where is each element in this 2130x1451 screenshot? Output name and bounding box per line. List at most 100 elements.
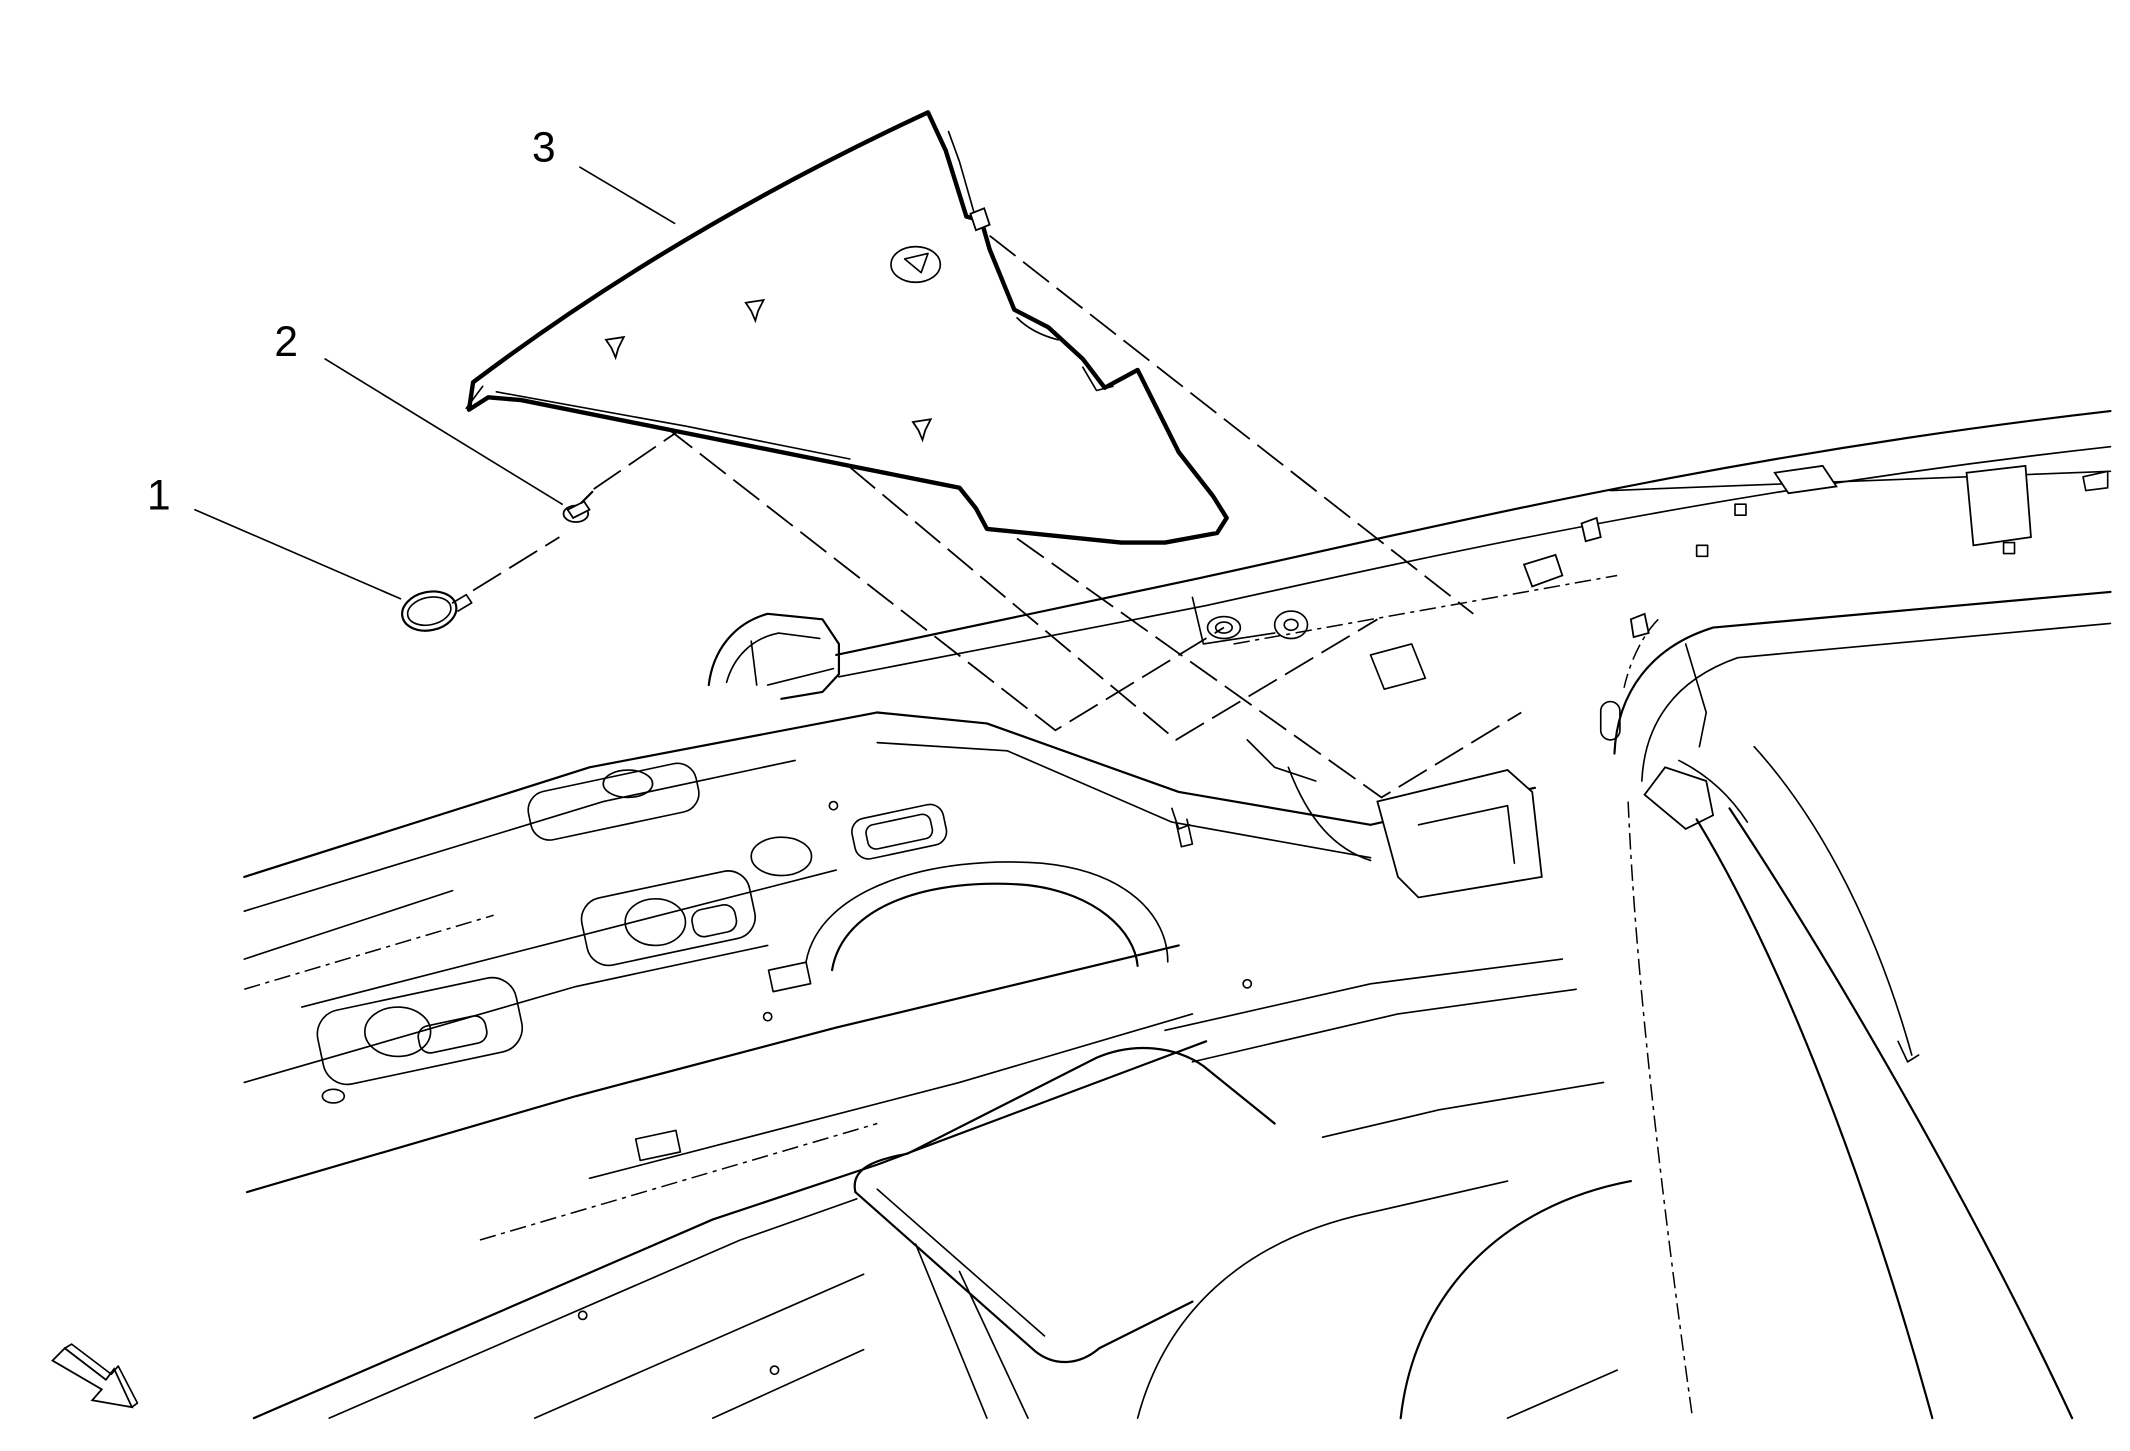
round-grommet-inner <box>1283 618 1299 632</box>
floor-recess-inner <box>865 813 934 850</box>
fuel-tank-seam <box>914 1243 988 1419</box>
floor-pan-line <box>243 944 769 1084</box>
fuel-tank-side-curve <box>1136 1180 1509 1419</box>
wheelhouse-flange <box>1684 643 1708 748</box>
alignment-line-shield-left <box>665 426 1225 732</box>
alignment-line-shield-right <box>989 234 1474 615</box>
floor-small-recess <box>634 1129 682 1162</box>
heat-shield-stud <box>744 298 766 324</box>
body-stud <box>1580 516 1602 543</box>
fuel-tank-seam <box>958 1270 1029 1419</box>
alignment-line-shield-lower <box>1016 537 1522 799</box>
heat-shield-hole-insert <box>903 252 929 274</box>
view-direction-arrow-depth <box>63 1343 139 1408</box>
floor-hole <box>828 800 839 811</box>
rear-panel-step <box>1191 596 1276 645</box>
callout-leader-3 <box>579 166 676 225</box>
cross-member-box-inner <box>1417 804 1516 865</box>
heat-shield-flange <box>1016 317 1059 341</box>
rear-panel-flange-line <box>1609 470 2112 492</box>
heat-shield-tip <box>465 385 484 410</box>
callouts: 1 2 3 <box>147 124 676 600</box>
rail-inner-edge <box>1695 818 1934 1420</box>
floor-recess <box>316 976 524 1086</box>
view-direction-arrow-icon <box>51 1343 139 1409</box>
callout-label-1: 1 <box>147 472 171 519</box>
rear-rail <box>1627 745 2074 1420</box>
panel-rectangular-pad <box>1965 464 2032 547</box>
bolt-shank <box>580 490 594 504</box>
floor-recess-hole <box>602 769 654 799</box>
floor-hole <box>762 1011 773 1022</box>
floor-pan-line <box>328 1198 858 1419</box>
rear-panel-outer-edge <box>835 409 2112 657</box>
grommet-inner-ring <box>406 596 452 627</box>
body-mount-plate <box>1369 643 1427 691</box>
floor-stud <box>1175 818 1194 848</box>
floor-pan-line <box>300 869 838 1008</box>
floor-pan-line <box>243 759 796 912</box>
floor-recess <box>580 870 756 967</box>
round-grommet <box>1273 610 1309 640</box>
bolt-head <box>566 500 591 520</box>
floor-recess-slot <box>417 1015 488 1054</box>
heat-shield-stud <box>604 335 626 361</box>
bracket-inner-edge <box>725 632 821 684</box>
floor-recess <box>527 762 700 841</box>
floor-recess-hole <box>624 898 687 947</box>
rear-cross-member <box>876 711 1543 899</box>
panel-square-hole <box>1734 503 1747 517</box>
heat-shield-tab <box>969 207 991 232</box>
fuel-tank-face <box>1191 988 1577 1063</box>
rear-wheelhouse <box>1613 590 2112 831</box>
cross-member-curve <box>1287 766 1372 862</box>
panel-square-hole <box>2002 541 2016 555</box>
bracket-rib <box>750 640 758 686</box>
body-stud <box>1629 612 1650 639</box>
floor-recess-slot <box>691 904 738 938</box>
floor-pan-lower-edge <box>252 1040 1208 1420</box>
floor-pan-rib <box>245 944 1180 1194</box>
view-direction-arrow-face <box>51 1347 134 1409</box>
rail-joint <box>1678 759 1749 823</box>
fuel-tank-inner-edge <box>876 1188 1046 1337</box>
rear-floor-pan <box>243 711 1253 1420</box>
cross-member-tab <box>1171 807 1191 830</box>
fuel-tank-face <box>1164 958 1564 1032</box>
callout-leader-1 <box>194 508 402 600</box>
heat-shield <box>465 110 1229 545</box>
callout-leader-2 <box>324 358 563 506</box>
wheelhouse-hidden-line <box>1623 618 1659 688</box>
floor-recess-hole <box>750 836 813 877</box>
heat-shield-stud <box>911 418 933 443</box>
floor-pan-line <box>243 889 454 960</box>
body-clip <box>1522 553 1564 588</box>
alignment-line-ring-to-bolt <box>472 536 560 592</box>
floor-hole <box>769 1365 780 1376</box>
fuel-tank <box>853 958 1632 1420</box>
cross-member-lower-edge <box>876 741 1372 859</box>
floor-small-recess <box>767 961 812 993</box>
tire-arc-detail <box>1506 1369 1618 1419</box>
rail-crease <box>1753 745 1913 1056</box>
floor-hole <box>577 1310 588 1321</box>
fuel-tank-face <box>1321 1081 1605 1139</box>
fuel-tank-front-edge <box>854 1190 1194 1364</box>
floor-pan-line <box>712 1348 865 1419</box>
panel-tab <box>2082 470 2109 492</box>
grommet-outer-ring <box>401 590 458 632</box>
suspension-bracket <box>707 612 841 700</box>
callout-label-3: 3 <box>532 124 556 171</box>
bracket-flange <box>766 667 835 686</box>
rear-body-panel <box>835 409 2112 741</box>
callout-label-2: 2 <box>274 318 298 365</box>
rail-detail <box>1897 1040 1920 1063</box>
wheelhouse-outer-curve <box>1613 590 2112 755</box>
floor-pan-hidden-line <box>244 914 494 990</box>
floor-grommet-inner <box>1214 621 1233 634</box>
heat-shield-outline <box>466 110 1229 545</box>
floor-pan-hidden-line <box>479 1122 878 1241</box>
floor-recess-hole <box>364 1006 432 1058</box>
floor-recess <box>851 803 948 860</box>
